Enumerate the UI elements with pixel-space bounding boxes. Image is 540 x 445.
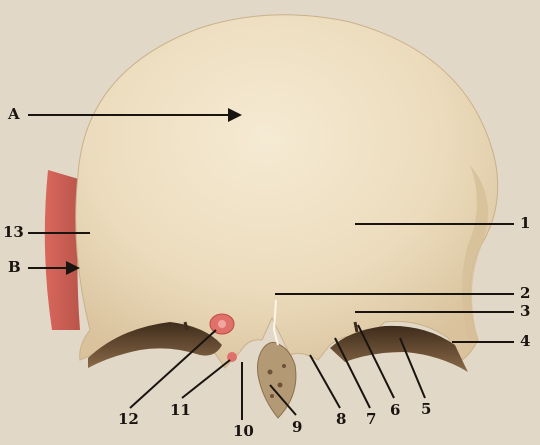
label-5: 5 bbox=[421, 402, 431, 417]
label-9: 9 bbox=[292, 420, 302, 435]
label-7: 7 bbox=[366, 412, 376, 427]
label-4: 4 bbox=[520, 334, 530, 349]
label-6: 6 bbox=[390, 403, 400, 418]
label-13: 13 bbox=[3, 225, 24, 240]
label-3: 3 bbox=[520, 304, 530, 319]
label-12: 12 bbox=[118, 412, 139, 427]
label-11: 11 bbox=[170, 403, 191, 418]
label-b: B bbox=[8, 260, 21, 275]
nasal-spine-region bbox=[258, 342, 296, 418]
label-2: 2 bbox=[520, 286, 530, 301]
label-8: 8 bbox=[336, 412, 346, 427]
frontal-bone-body bbox=[76, 15, 498, 368]
label-1: 1 bbox=[520, 216, 530, 231]
label-a: A bbox=[8, 107, 20, 122]
label-10: 10 bbox=[233, 424, 254, 439]
